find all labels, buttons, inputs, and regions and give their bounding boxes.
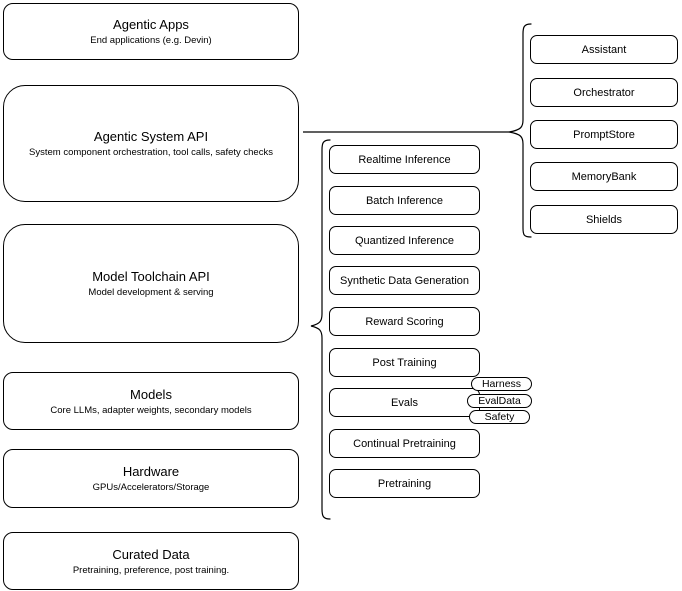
node-subtitle: Model development & serving xyxy=(88,287,214,298)
node-evals: Evals xyxy=(329,388,480,417)
node-quantized-inference: Quantized Inference xyxy=(329,226,480,255)
node-model-toolchain-api: Model Toolchain API Model development & … xyxy=(3,224,299,343)
node-shields: Shields xyxy=(530,205,678,234)
node-subtitle: End applications (e.g. Devin) xyxy=(90,35,212,46)
node-orchestrator: Orchestrator xyxy=(530,78,678,107)
node-pretraining: Pretraining xyxy=(329,469,480,498)
node-batch-inference: Batch Inference xyxy=(329,186,480,215)
node-hardware: Hardware GPUs/Accelerators/Storage xyxy=(3,449,299,508)
node-post-training: Post Training xyxy=(329,348,480,377)
pill-safety: Safety xyxy=(469,410,530,424)
node-models: Models Core LLMs, adapter weights, secon… xyxy=(3,372,299,430)
node-agentic-apps: Agentic Apps End applications (e.g. Devi… xyxy=(3,3,299,60)
node-assistant: Assistant xyxy=(530,35,678,64)
node-title: Curated Data xyxy=(112,546,190,562)
node-title: Model Toolchain API xyxy=(92,269,210,284)
node-title: Agentic Apps xyxy=(113,17,189,32)
pill-harness: Harness xyxy=(471,377,532,391)
node-subtitle: GPUs/Accelerators/Storage xyxy=(92,482,210,493)
node-promptstore: PromptStore xyxy=(530,120,678,149)
node-realtime-inference: Realtime Inference xyxy=(329,145,480,174)
node-memorybank: MemoryBank xyxy=(530,162,678,191)
node-subtitle: Pretraining, preference, post training. xyxy=(72,564,230,576)
middle-group-brace xyxy=(310,139,331,520)
node-reward-scoring: Reward Scoring xyxy=(329,307,480,336)
node-subtitle: Core LLMs, adapter weights, secondary mo… xyxy=(50,404,252,416)
right-group-brace xyxy=(508,23,532,238)
pill-evaldata: EvalData xyxy=(467,394,532,408)
node-title: Models xyxy=(130,386,172,402)
node-title: Hardware xyxy=(122,464,180,479)
node-continual-pretraining: Continual Pretraining xyxy=(329,429,480,458)
node-agentic-system-api: Agentic System API System component orch… xyxy=(3,85,299,202)
node-curated-data: Curated Data Pretraining, preference, po… xyxy=(3,532,299,590)
node-subtitle: System component orchestration, tool cal… xyxy=(29,147,273,158)
node-synthetic-data-generation: Synthetic Data Generation xyxy=(329,266,480,295)
node-title: Agentic System API xyxy=(93,129,209,144)
